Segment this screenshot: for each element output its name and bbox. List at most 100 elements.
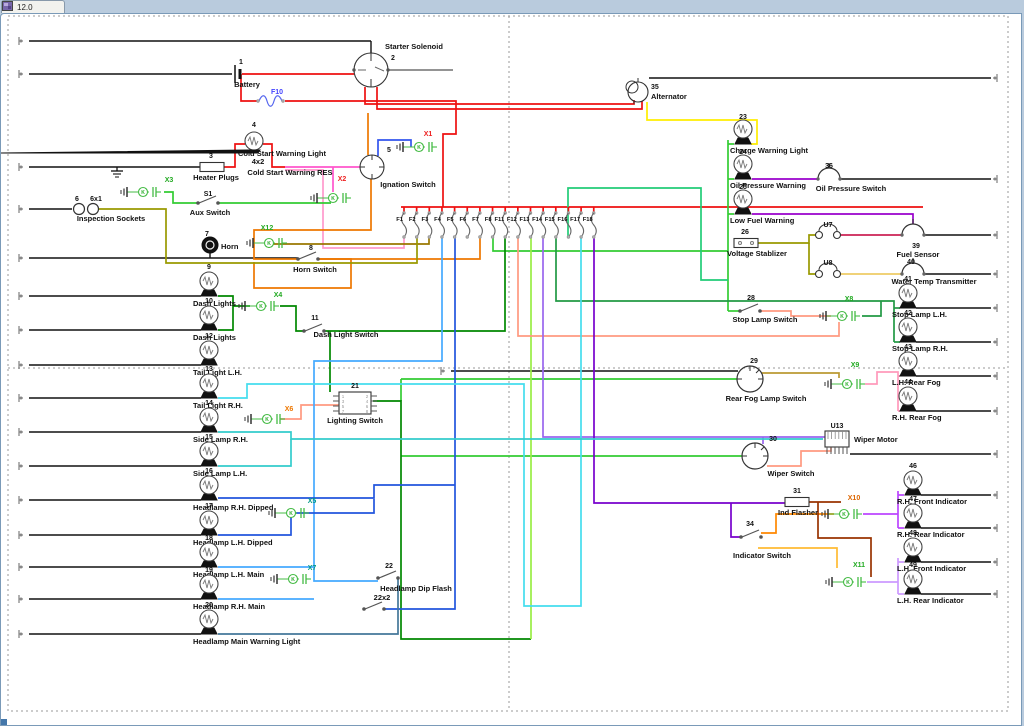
fuse-pin <box>579 235 583 239</box>
wire[interactable] <box>758 547 838 568</box>
component-number: 35 <box>651 84 659 91</box>
component-number: 17 <box>205 503 213 510</box>
switch-lever <box>198 195 217 204</box>
offpage-connector-icon <box>993 272 997 276</box>
lamp-bulb <box>733 119 753 139</box>
lamp-bulb <box>199 542 219 562</box>
wire[interactable] <box>761 513 834 534</box>
wire[interactable] <box>218 295 234 331</box>
wire[interactable] <box>164 191 198 204</box>
wire[interactable] <box>324 237 506 332</box>
offpage-connector-icon <box>993 560 997 564</box>
component-label: Indicator Switch <box>733 551 791 560</box>
component-number: 34 <box>746 521 754 528</box>
wire[interactable] <box>263 143 285 168</box>
box-component[interactable] <box>733 237 759 249</box>
connector-label: X10 <box>848 495 861 502</box>
fuse-symbol <box>527 212 534 238</box>
wire[interactable] <box>758 234 819 244</box>
relay-label: K <box>842 512 846 518</box>
wire[interactable] <box>762 372 840 378</box>
wire[interactable] <box>318 237 481 260</box>
box-component[interactable] <box>784 496 810 508</box>
wire[interactable] <box>862 301 882 317</box>
wire[interactable] <box>268 237 430 248</box>
wire[interactable] <box>767 447 832 467</box>
fuse-pin <box>427 235 431 239</box>
lamp-bulb <box>199 340 219 360</box>
wire[interactable] <box>373 400 531 640</box>
box-terminal <box>750 241 754 245</box>
lamp-base <box>1 149 261 154</box>
fuse-label: F16 <box>557 217 568 223</box>
lamp-base <box>200 493 218 501</box>
wire[interactable] <box>555 237 895 342</box>
component-label: Stop Lamp Switch <box>732 315 797 324</box>
offpage-connector-icon <box>19 430 23 434</box>
pin <box>900 272 904 276</box>
pressure-switch-icon <box>817 167 841 180</box>
wire[interactable] <box>253 179 372 260</box>
offpage-connector-icon <box>19 165 23 169</box>
zoom-level-value[interactable]: 12.0 <box>17 2 33 12</box>
offpage-connector-icon <box>19 498 23 502</box>
relay-icon <box>255 300 267 312</box>
component-label: Side Lamp R.H. <box>193 435 248 444</box>
wire[interactable] <box>517 237 840 337</box>
switch-box[interactable] <box>338 391 372 415</box>
wire[interactable] <box>285 100 457 207</box>
page-preview-icon[interactable] <box>2 1 13 11</box>
wire[interactable] <box>224 143 245 168</box>
switch-contact <box>322 329 326 333</box>
wire[interactable] <box>384 237 456 610</box>
wiper-motor-box[interactable] <box>824 430 850 448</box>
pin-number: 6 <box>366 404 369 409</box>
wire[interactable] <box>240 74 257 102</box>
wire[interactable] <box>218 484 455 499</box>
wire[interactable] <box>646 102 758 145</box>
pin <box>838 177 842 181</box>
component-label: Aux Switch <box>190 208 231 217</box>
wire[interactable] <box>218 431 823 440</box>
pin-number: 5 <box>342 404 345 409</box>
connector-icon <box>832 230 842 240</box>
fuse-label: F2 <box>409 217 416 223</box>
component-number: 44 <box>904 379 912 386</box>
wire[interactable] <box>542 237 825 438</box>
wire[interactable] <box>377 139 412 156</box>
wire[interactable] <box>376 87 643 110</box>
box-component[interactable] <box>199 161 225 173</box>
pin-number: 8 <box>366 409 369 414</box>
wire[interactable] <box>760 310 831 317</box>
lamp-bulb <box>199 407 219 427</box>
component-label: Stop Lamp R.H. <box>892 344 948 353</box>
lamp-filament <box>901 390 913 402</box>
wire[interactable] <box>280 305 304 332</box>
wire[interactable] <box>567 187 728 281</box>
sheet-outline <box>7 15 1009 712</box>
wire[interactable] <box>593 237 786 504</box>
pin-number: 2 <box>366 394 369 399</box>
wire[interactable] <box>280 404 339 420</box>
offpage-connector-icon <box>993 374 997 378</box>
wire[interactable] <box>730 503 741 538</box>
component-number: 31 <box>793 488 801 495</box>
wire[interactable] <box>218 237 582 607</box>
component-number: 7 <box>205 231 209 238</box>
wire[interactable] <box>492 237 728 252</box>
wire[interactable] <box>218 578 399 635</box>
switch-lever <box>298 251 317 260</box>
wire[interactable] <box>313 237 443 582</box>
wire[interactable] <box>808 243 819 275</box>
wire[interactable] <box>99 208 418 264</box>
connector-label: X3 <box>165 177 174 184</box>
component-number: 19 <box>205 567 213 574</box>
offpage-connector-icon <box>19 533 23 537</box>
wire[interactable] <box>865 371 899 411</box>
lamp-filament <box>906 507 918 519</box>
wire[interactable] <box>817 502 872 577</box>
lamp-filament <box>202 309 214 321</box>
wire[interactable] <box>218 439 292 467</box>
fuse-symbol <box>502 212 509 238</box>
